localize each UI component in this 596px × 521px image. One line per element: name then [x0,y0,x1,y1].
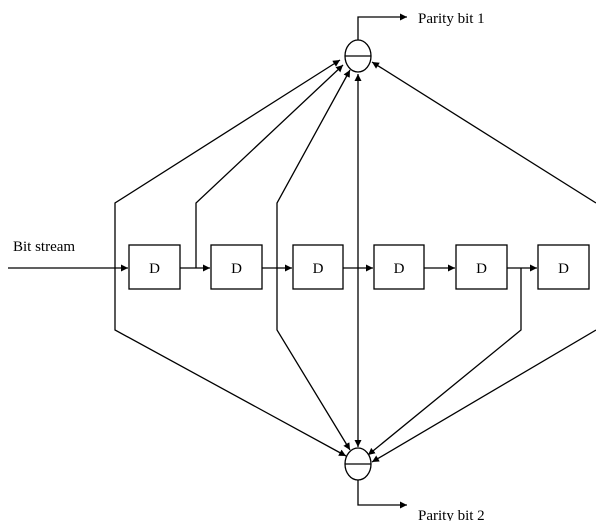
delay-cell-5-label: D [476,261,487,277]
tap-cell-2-to-adder-1 [276,69,351,268]
delay-cell-2-label: D [231,261,242,277]
parity-1-label: Parity bit 1 [418,11,485,27]
taps-to-parity-1 [114,59,596,268]
delay-cell-5 [455,244,508,290]
output-arrow-parity-1 [357,13,407,40]
tap-input-to-adder-2 [114,268,347,457]
delay-cell-6-label: D [558,261,569,277]
adder-bottom [344,447,372,481]
register-chain: D D D D D D [8,244,590,290]
input-label: Bit stream [13,239,75,255]
tap-cell-2-to-adder-2 [276,268,351,451]
delay-cell-1-label: D [149,261,160,277]
tap-cell-1-to-adder-1 [195,64,344,268]
delay-cell-2 [210,244,263,290]
taps-to-parity-2 [114,268,596,463]
adder-top [344,39,372,73]
delay-cell-1 [128,244,181,290]
delay-cell-3 [292,244,344,290]
tap-cell-6-to-adder-2 [371,329,596,463]
tap-cell-5-to-adder-2 [367,268,522,456]
parity-2-label: Parity bit 2 [418,508,485,521]
tap-cell-6-to-adder-1 [371,61,596,204]
tap-input-to-adder-1 [114,59,341,268]
delay-cell-4 [373,244,425,290]
output-arrow-parity-2 [357,480,407,509]
delay-cell-3-label: D [313,261,324,277]
delay-cell-6 [537,244,590,290]
delay-cell-4-label: D [394,261,405,277]
